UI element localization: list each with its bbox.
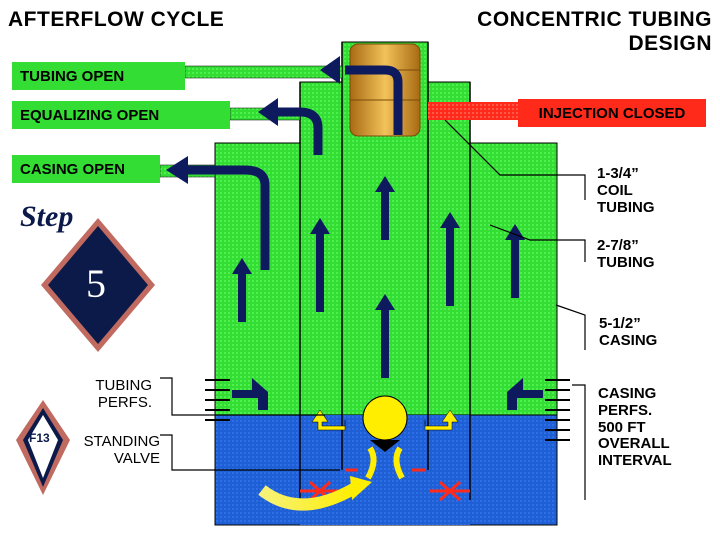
step-word: Step [20,200,74,233]
casing-perfs-line5: INTERVAL [598,452,672,470]
coil-line1: 1-3/4” [597,165,639,182]
casing-perfs-label: CASING PERFS. 500 FT OVERALL INTERVAL [598,385,672,470]
tubing-line2: TUBING [597,253,655,271]
title-concentric-line1: CONCENTRIC TUBING [477,8,712,31]
title-concentric: CONCENTRIC TUBING DESIGN [420,8,712,55]
title-afterflow: AFTERFLOW CYCLE [8,8,225,31]
coil-line3: TUBING [597,198,655,216]
casing-perfs-line4: OVERALL [598,435,670,453]
logo-text: F13 [29,431,50,445]
coil-line2: COIL [597,181,633,199]
tubing-perfs-line2: PERFS. [97,393,152,411]
casing-perfs-line1: CASING [598,385,657,402]
standing-valve-label: STANDING VALVE [58,433,160,468]
casing-line2: CASING [599,331,658,349]
step-number: 5 [86,261,106,306]
casing-line1: 5-1/2” [599,315,641,332]
tubing-open-label: TUBING OPEN [12,62,185,90]
outlet-arrows [185,65,403,270]
standing-valve-line2: VALVE [113,449,160,467]
logo [16,400,70,495]
title-concentric-line2: DESIGN [628,31,712,55]
tubing-perfs-marks [205,379,230,421]
casing-perfs-marks [545,379,570,441]
tubing-perfs-label: TUBING PERFS. [58,377,152,412]
outlet-arrowheads [166,56,340,184]
casing-perfs-line2: PERFS. [598,401,653,419]
perf-inflow-arrows [232,378,543,410]
coil-tubing-label: 1-3/4” COIL TUBING [597,165,655,216]
standing-valve-line1: STANDING [83,433,160,450]
equalizing-open-label: EQUALIZING OPEN [12,101,230,129]
casing-open-label: CASING OPEN [12,155,160,183]
casing-perfs-line3: 500 FT [598,418,646,436]
tubing-perfs-line1: TUBING [95,377,152,394]
leader-lines [160,119,586,500]
closed-valves [300,468,470,502]
tubing-line1: 2-7/8” [597,237,639,254]
step-diamond [41,218,155,352]
upflow-arrows [232,176,525,378]
casing-size-label: 5-1/2” CASING [599,315,658,350]
tubing-size-label: 2-7/8” TUBING [597,237,655,272]
injection-closed-label: INJECTION CLOSED [518,99,706,127]
